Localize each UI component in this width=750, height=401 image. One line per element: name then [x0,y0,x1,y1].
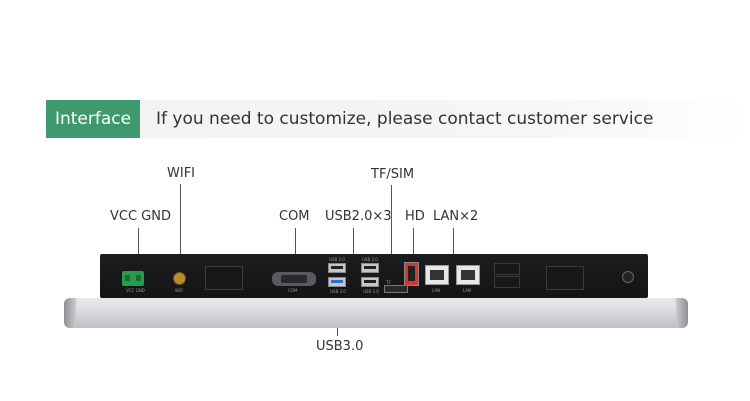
com-port-label: COM [288,288,298,293]
interface-badge: Interface [46,100,140,138]
blank-knockout-left [205,266,243,290]
power-button [622,271,634,283]
usb-top-left-label: USB 2.0 [329,257,345,262]
blank-knockout-mid-top [494,263,520,275]
callout-tf-sim: TF/SIM [371,167,415,182]
usb30-port-label: USB 3.0 [330,289,346,294]
callout-usb30: USB3.0 [316,339,364,354]
usb-top-right-label: USB 2.0 [362,257,378,262]
interface-banner [46,100,750,138]
usb20-port-top-left [328,263,346,273]
usb20-port-bottom-right [361,277,379,287]
leader-wifi [180,184,181,254]
usb20-bottom-right-label: USB 2.0 [363,289,379,294]
lan-port-1 [425,265,449,285]
callout-hd: HD [405,209,425,224]
usb20-port-top-right [361,263,379,273]
leader-lan [453,228,454,264]
lan-port-1-label: LAN [432,288,441,293]
tf-port-label: TF [386,280,391,285]
callout-com: COM [279,209,310,224]
usb30-port [328,277,346,287]
wifi-port-label: WiFi [175,288,184,293]
callout-vcc-gnd: VCC GND [110,209,171,224]
blank-knockout-right [546,266,584,290]
callout-lan: LAN×2 [433,209,479,224]
lan-port-2-label: LAN [463,288,472,293]
device-frame-left-edge [64,298,76,328]
leader-usb20 [353,228,354,258]
com-port [272,272,316,286]
device-frame [64,298,688,328]
leader-vcc-gnd [138,228,139,268]
leader-hd [413,228,414,262]
leader-tf-sim [391,185,392,285]
device-frame-right-edge [676,298,688,328]
vcc-gnd-port-label: VCC GND [126,288,145,293]
wifi-antenna-connector [173,272,186,285]
lan-port-2 [456,265,480,285]
tf-sim-slot [384,285,408,293]
callout-wifi: WIFI [167,166,195,181]
leader-com [295,228,296,268]
hdmi-port [404,262,419,286]
blank-knockout-mid-bottom [494,276,520,288]
customize-note: If you need to customize, please contact… [156,109,654,129]
vcc-gnd-terminal [122,271,144,286]
callout-usb20: USB2.0×3 [325,209,392,224]
